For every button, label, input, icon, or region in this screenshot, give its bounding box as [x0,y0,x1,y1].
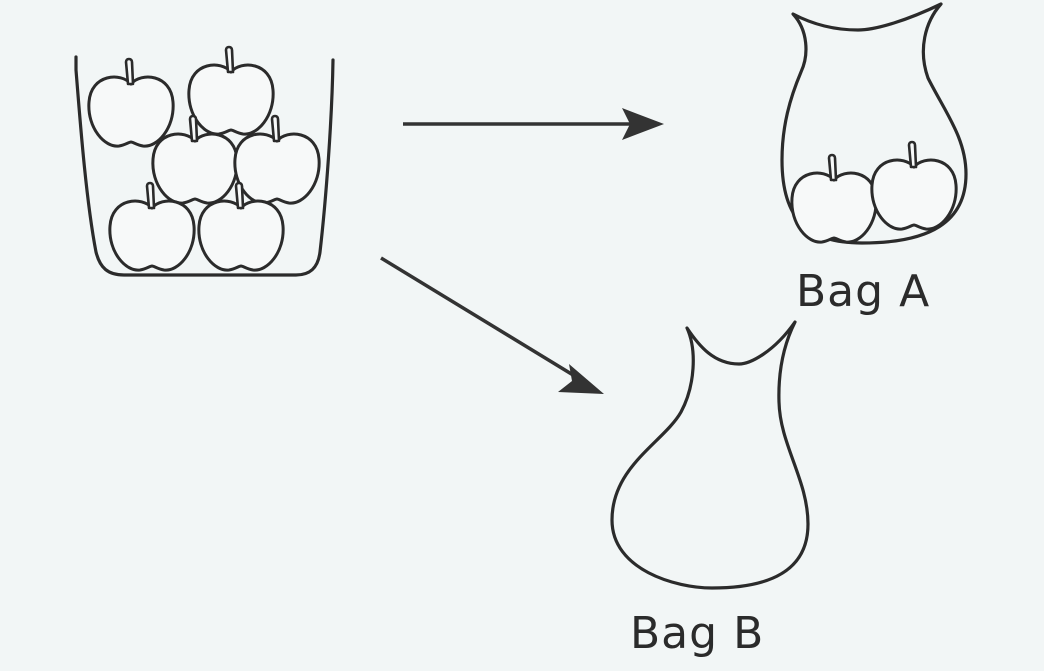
apple-icon [870,140,958,231]
bag-b [610,320,810,590]
bag-b-label: Bag B [630,608,765,659]
apple-icon [187,45,275,136]
apple-icon [87,57,175,148]
arrow-icon [403,108,664,140]
apple-icon [790,153,878,244]
basket-icon [74,55,335,277]
bag-a-label: Bag A [796,266,931,317]
arrow-icon [380,256,604,394]
bag-icon [780,2,968,245]
bag-a [780,2,968,245]
basket-group [74,45,335,277]
bag-icon [610,320,810,590]
